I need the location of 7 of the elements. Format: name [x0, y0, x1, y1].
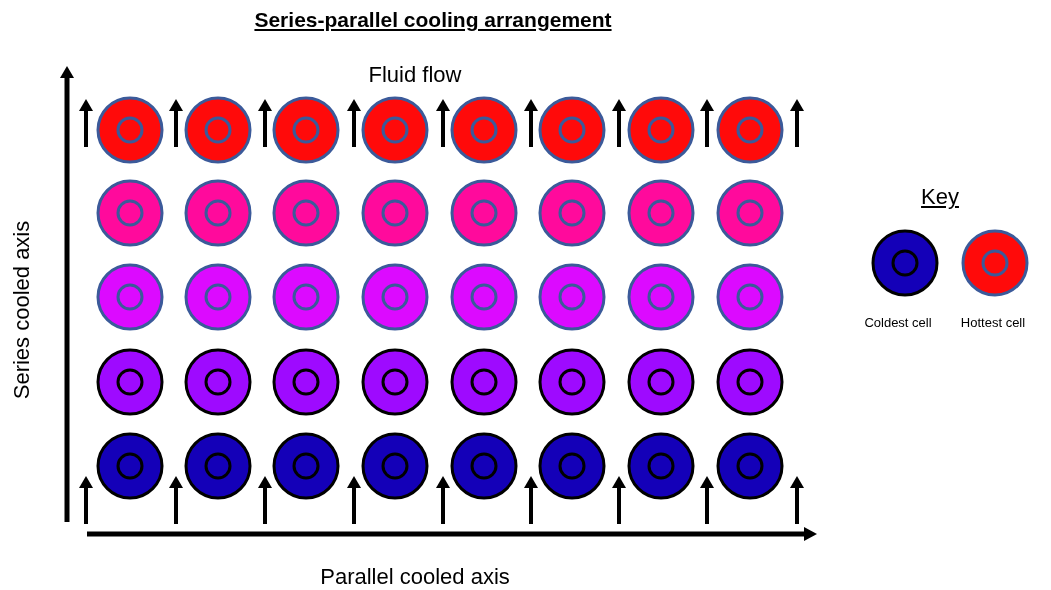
axis-label: Series cooled axis: [9, 220, 35, 400]
legend-label: Hottest cell: [960, 314, 1026, 330]
flow-label: Fluid flow: [368, 62, 462, 88]
diagram-title: Series-parallel cooling arrangement: [254, 8, 612, 31]
axis-label: Parallel cooled axis: [320, 564, 510, 590]
legend-title: Key: [921, 184, 959, 210]
legend-label: Coldest cell: [864, 314, 932, 330]
